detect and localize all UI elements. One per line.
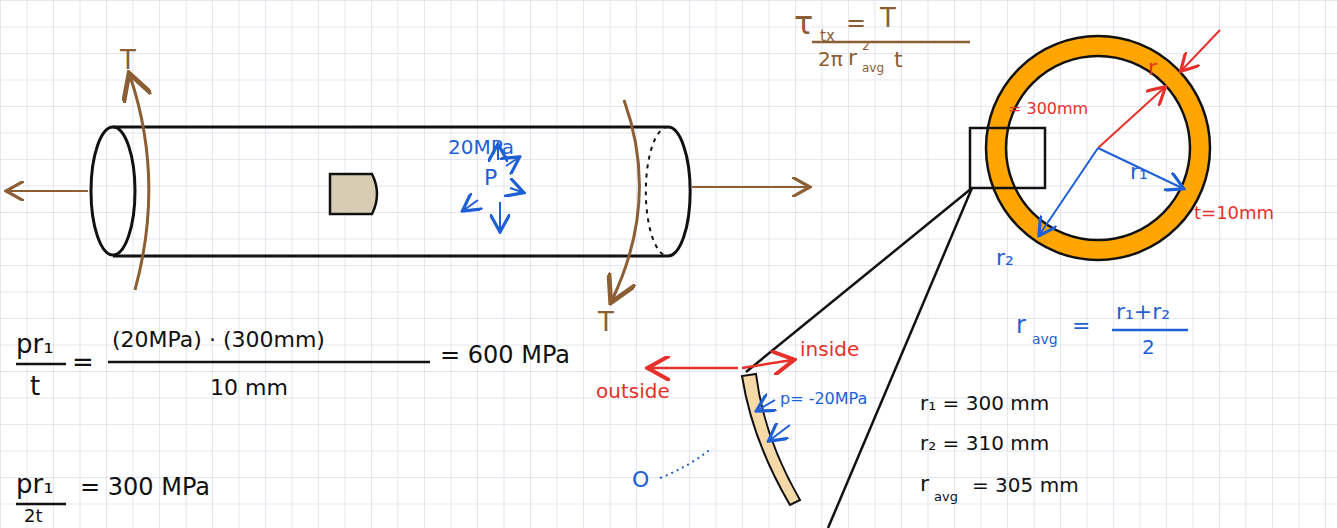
label-text: 2: [862, 40, 870, 53]
label-text: T: [598, 308, 614, 337]
label-text: r: [1148, 56, 1157, 80]
label-text: r₁: [1130, 160, 1148, 184]
label-text: =: [846, 10, 866, 36]
label-text: r: [1016, 312, 1026, 338]
label-text: avg: [1032, 332, 1058, 347]
label-text: r₁ = 300 mm: [920, 392, 1049, 414]
label-text: t=10mm: [1194, 203, 1274, 223]
fraction-bars: [16, 42, 1188, 504]
label-text: avg: [934, 490, 958, 504]
label-text: inside: [800, 338, 859, 360]
pressure-arrows: [464, 146, 522, 230]
label-text: tx: [820, 28, 835, 45]
label-text: = 600 MPa: [440, 342, 570, 368]
label-text: O: [632, 468, 649, 492]
label-text: r₂: [996, 246, 1014, 270]
label-text: (20MPa) · (300mm): [112, 328, 325, 352]
label-text: 20MPa: [448, 136, 514, 158]
label-text: 2: [1142, 336, 1155, 358]
label-text: pr₁: [16, 330, 54, 359]
pipe-section: [746, 30, 1220, 528]
label-text: = 300mm: [1008, 100, 1088, 118]
label-text: =: [1072, 314, 1090, 338]
label-text: 2π: [818, 48, 843, 70]
label-text: avg: [862, 62, 884, 75]
label-text: = 305 mm: [972, 474, 1079, 496]
label-text: P: [484, 166, 497, 190]
label-text: t: [30, 372, 40, 401]
axial-load-arrows: [8, 187, 808, 191]
label-text: p= -20MPa: [780, 390, 867, 408]
label-text: =: [72, 348, 94, 377]
label-text: t: [894, 48, 903, 72]
label-text: outside: [596, 380, 670, 402]
label-text: pr₁: [16, 470, 54, 499]
label-text: τ: [794, 6, 813, 41]
label-text: r₂ = 310 mm: [920, 432, 1049, 454]
label-text: r₁+r₂: [1116, 300, 1170, 324]
label-text: 2t: [24, 506, 43, 526]
label-text: 10 mm: [210, 376, 288, 400]
label-text: = 300 MPa: [80, 474, 210, 500]
label-text: T: [880, 4, 896, 33]
pipe-drawing: [91, 127, 690, 256]
label-text: r: [920, 472, 929, 496]
label-text: r: [848, 46, 857, 70]
wall-element: [650, 360, 800, 505]
torque-arrows: [130, 76, 639, 300]
label-text: T: [120, 46, 136, 75]
